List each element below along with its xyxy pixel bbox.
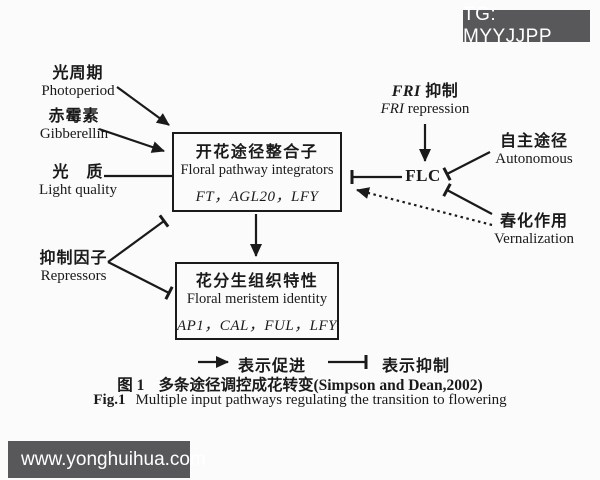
- caption-zh-text: 多条途径调控成花转变(Simpson and Dean,2002): [158, 377, 483, 394]
- gibberellin-en: Gibberellin: [39, 125, 109, 142]
- vernalization-en: Vernalization: [494, 230, 574, 247]
- integrators-zh: 开花途径整合子: [195, 144, 319, 161]
- caption-zh-figno: 图 1: [117, 377, 145, 394]
- repressors-zh: 抑制因子: [39, 250, 108, 267]
- caption-en-text: Multiple input pathways regulating the t…: [135, 392, 507, 408]
- fri-en: FRI repression: [380, 100, 470, 117]
- label-repressors: 抑制因子 Repressors: [16, 250, 131, 285]
- photoperiod-zh: 光周期: [52, 65, 104, 82]
- fri-zh: FRI 抑制: [391, 83, 459, 100]
- meristem-genes: AP1，CAL，FUL，LFY: [176, 318, 338, 334]
- url-watermark-bar: www.yonghuihua.com: [8, 441, 206, 478]
- meristem-box: 花分生组织特性 Floral meristem identity AP1，CAL…: [175, 262, 339, 340]
- light-quality-zh: 光 质: [52, 164, 104, 181]
- caption-zh: 图 1 多条途径调控成花转变(Simpson and Dean,2002): [0, 373, 600, 395]
- meristem-en: Floral meristem identity: [186, 291, 328, 307]
- photoperiod-en: Photoperiod: [41, 82, 115, 99]
- label-vernalization: 春化作用 Vernalization: [478, 213, 590, 248]
- label-autonomous: 自主途径 Autonomous: [478, 133, 590, 168]
- integrators-en: Floral pathway integrators: [180, 162, 334, 178]
- legend-promote-label: 表示促进: [238, 358, 307, 375]
- label-gibberellin: 赤霉素 Gibberellin: [14, 108, 134, 143]
- dotted-arrow-vernalization-to-integrators: [356, 187, 493, 227]
- integrators-genes: FT，AGL20，LFY: [195, 189, 319, 205]
- label-light-quality: 光 质 Light quality: [18, 164, 138, 199]
- light-quality-en: Light quality: [39, 181, 117, 198]
- integrators-box: 开花途径整合子 Floral pathway integrators FT，AG…: [172, 132, 342, 212]
- caption-en-figno: Fig.1: [93, 392, 126, 408]
- flc-node: FLC: [405, 166, 441, 185]
- legend-inhibit-label: 表示抑制: [382, 358, 451, 375]
- meristem-zh: 花分生组织特性: [195, 273, 319, 290]
- autonomous-en: Autonomous: [495, 150, 573, 167]
- tg-watermark-badge: TG: MYYJJPP: [463, 4, 590, 47]
- caption-en: Fig.1 Multiple input pathways regulating …: [0, 392, 600, 409]
- gibberellin-zh: 赤霉素: [48, 108, 100, 125]
- vernalization-zh: 春化作用: [499, 213, 568, 230]
- tbar-vernalization-to-flc: [442, 183, 493, 215]
- repressors-en: Repressors: [40, 267, 107, 284]
- label-fri-repression: FRI 抑制 FRI repression: [360, 83, 490, 118]
- autonomous-zh: 自主途径: [499, 133, 568, 150]
- label-photoperiod: 光周期 Photoperiod: [18, 65, 138, 100]
